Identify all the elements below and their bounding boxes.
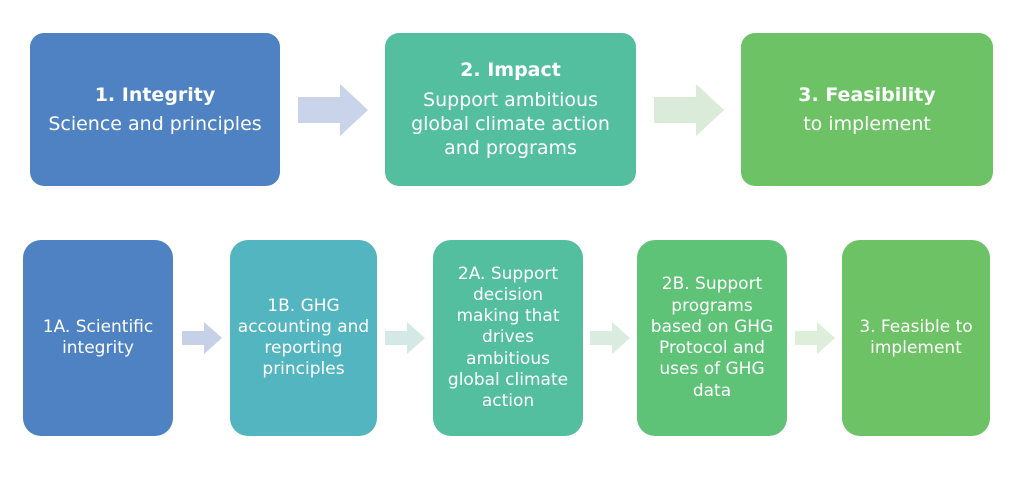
subcriteria-row: 1A. Scientific integrity 1B. GHG account… (23, 240, 990, 436)
arrow-slot (636, 33, 741, 186)
right-arrow-icon (653, 83, 724, 136)
arrow-slot (280, 33, 385, 186)
box-label: 2B. Support programs based on GHG Protoc… (650, 274, 774, 401)
box-label: 1B. GHG accounting and reporting princip… (237, 295, 370, 380)
box-label: 1A. Scientific integrity (42, 316, 154, 358)
right-arrow-icon (297, 83, 368, 136)
flow-box-integrity: 1. Integrity Science and principles (30, 33, 280, 186)
right-arrow-icon (385, 322, 425, 354)
criteria-row: 1. Integrity Science and principles 2. I… (30, 33, 993, 186)
box-title: 1. Integrity (94, 83, 216, 106)
box-subtitle: Support ambitious global climate action … (411, 88, 610, 160)
arrow-slot (787, 240, 842, 436)
right-arrow-icon (590, 322, 630, 354)
flow-box-1a-scientific-integrity: 1A. Scientific integrity (23, 240, 173, 436)
flow-box-feasibility: 3. Feasibility to implement (741, 33, 993, 186)
arrow-slot (173, 240, 230, 436)
box-subtitle: Science and principles (48, 113, 262, 135)
box-label: 2A. Support decision making that drives … (447, 263, 569, 412)
flow-box-3-feasible-to-implement: 3. Feasible to implement (842, 240, 990, 436)
flow-box-2a-decision-making: 2A. Support decision making that drives … (433, 240, 583, 436)
arrow-slot (377, 240, 433, 436)
flow-box-impact: 2. Impact Support ambitious global clima… (385, 33, 636, 186)
right-arrow-icon (181, 322, 222, 354)
box-label: 3. Feasible to implement (859, 316, 973, 358)
box-subtitle: to implement (803, 113, 931, 135)
arrow-slot (583, 240, 637, 436)
box-title: 3. Feasibility (798, 83, 936, 106)
flow-box-2b-support-programs: 2B. Support programs based on GHG Protoc… (637, 240, 787, 436)
box-title: 2. Impact (460, 59, 561, 82)
flow-box-1b-ghg-principles: 1B. GHG accounting and reporting princip… (230, 240, 377, 436)
right-arrow-icon (794, 322, 835, 354)
